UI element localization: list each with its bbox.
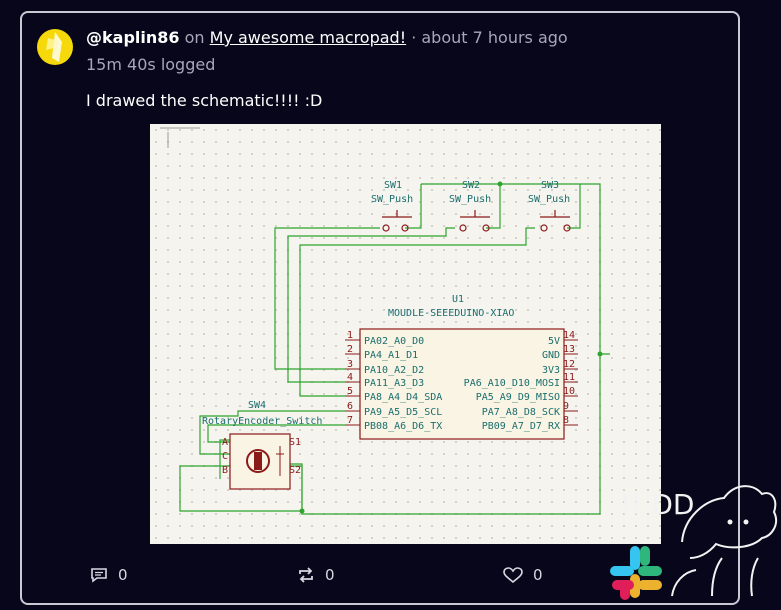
enc-pin-b: B: [222, 465, 228, 476]
sw2-ref: SW2: [462, 180, 480, 191]
pin-label-r10: PA5_A9_D9_MISO: [476, 392, 560, 403]
sw3-value: SW_Push: [528, 194, 570, 205]
pin-num-l4: 4: [347, 372, 353, 383]
timestamp: · about 7 hours ago: [411, 28, 568, 47]
pin-label-r9: PA7_A8_D8_SCK: [482, 407, 560, 418]
pin-num-l3: 3: [347, 359, 353, 370]
slack-icon[interactable]: [606, 542, 666, 602]
doodle-text: !! DD: [620, 488, 694, 521]
pin-num-r12: 12: [563, 359, 575, 370]
pin-label-l4: PA11_A3_D3: [364, 378, 424, 389]
sw4-ref: SW4: [248, 400, 266, 411]
pin-num-l2: 2: [347, 344, 353, 355]
pin-num-r11: 11: [563, 372, 575, 383]
pin-label-l6: PA9_A5_D5_SCL: [364, 407, 442, 418]
pin-label-l2: PA4_A1_D1: [364, 350, 418, 361]
schematic-drawing: SW1 SW_Push SW2 SW_Push SW3 SW_Push U1 M…: [160, 127, 610, 515]
u1-value: MOUDLE-SEEEDUINO-XIAO: [388, 308, 514, 319]
pin-num-l1: 1: [347, 330, 353, 341]
pin-num-l6: 6: [347, 401, 353, 412]
comment-button[interactable]: 0: [90, 566, 128, 584]
avatar[interactable]: [36, 28, 74, 66]
pin-label-l5: PA8_A4_D4_SDA: [364, 392, 442, 403]
enc-pin-c: C: [222, 451, 228, 462]
post-text: I drawed the schematic!!!! :D: [86, 91, 323, 110]
pin-label-l7: PB08_A6_D6_TX: [364, 421, 442, 432]
like-count: 0: [533, 566, 543, 584]
sw1-ref: SW1: [384, 180, 402, 191]
post-meta: @kaplin86 on My awesome macropad! · abou…: [86, 28, 568, 47]
repost-button[interactable]: 0: [297, 566, 335, 584]
enc-pin-s2: S2: [289, 465, 301, 476]
pin-label-r12: 3V3: [542, 365, 560, 376]
pin-num-r8: 8: [563, 415, 569, 426]
enc-pin-a: A: [222, 437, 228, 448]
pin-label-r8: PB09_A7_D7_RX: [482, 421, 560, 432]
time-logged: 15m 40s logged: [86, 55, 216, 74]
sw1-value: SW_Push: [371, 194, 413, 205]
username-link[interactable]: @kaplin86: [86, 28, 180, 47]
pin-label-l3: PA10_A2_D2: [364, 365, 424, 376]
enc-pin-s1: S1: [289, 437, 301, 448]
like-button[interactable]: 0: [503, 566, 543, 584]
project-link[interactable]: My awesome macropad!: [209, 28, 407, 47]
mascot-doodle: !! DD: [620, 485, 778, 597]
pin-num-r14: 14: [563, 330, 575, 341]
pin-num-r13: 13: [563, 344, 575, 355]
pin-label-l1: PA02_A0_D0: [364, 336, 424, 347]
on-label: on: [184, 28, 205, 47]
pin-label-r11: PA6_A10_D10_MOSI: [464, 378, 560, 389]
heart-icon: [503, 566, 523, 583]
repost-icon: [299, 567, 313, 583]
pin-num-l7: 7: [347, 415, 353, 426]
schematic-image[interactable]: SW1 SW_Push SW2 SW_Push SW3 SW_Push U1 M…: [150, 124, 661, 544]
comment-icon: [91, 568, 107, 583]
comment-count: 0: [118, 566, 128, 584]
sw4-value: RotaryEncoder_Switch: [202, 416, 322, 427]
pin-num-l5: 5: [347, 386, 353, 397]
repost-count: 0: [325, 566, 335, 584]
pin-label-r14: 5V: [548, 336, 560, 347]
sw2-value: SW_Push: [449, 194, 491, 205]
sw3-ref: SW3: [541, 180, 559, 191]
pin-num-r9: 9: [563, 401, 569, 412]
pin-num-r10: 10: [563, 386, 575, 397]
pin-label-r13: GND: [542, 350, 560, 361]
u1-ref: U1: [452, 294, 464, 305]
